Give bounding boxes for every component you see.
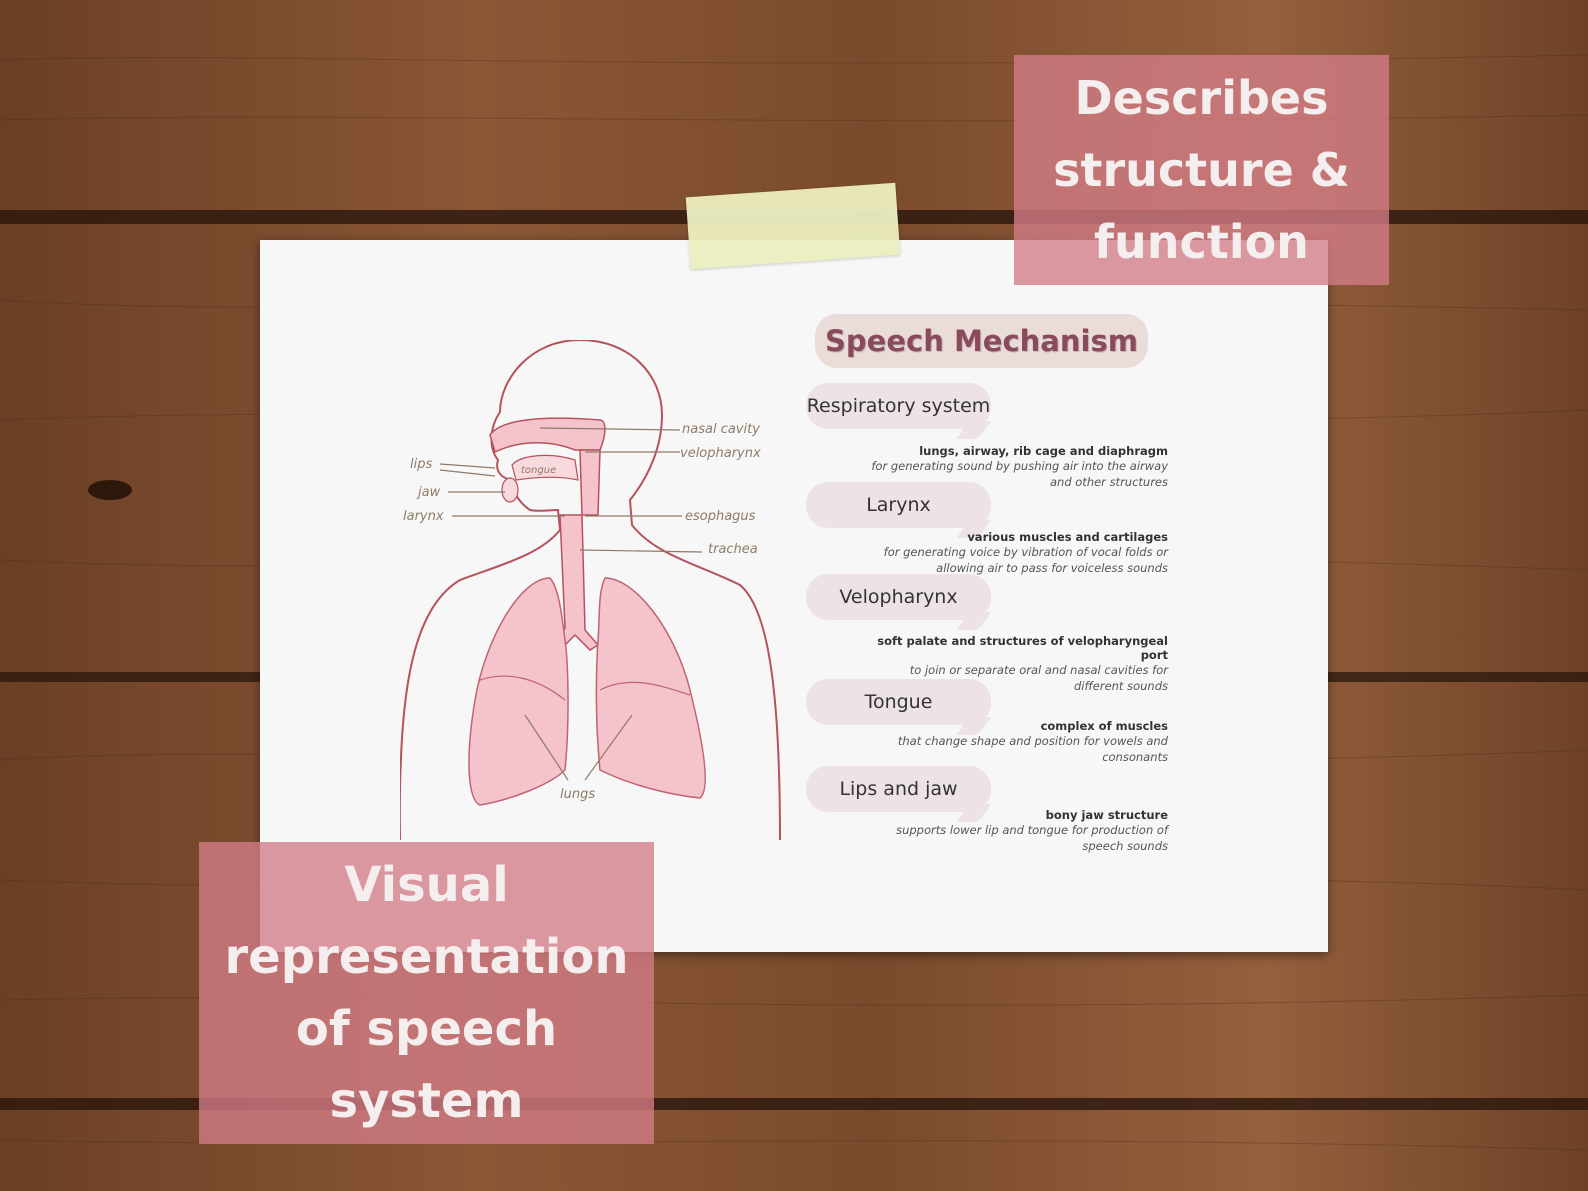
function-text: to join or separate oral and nasal cavit… [909,663,1168,693]
label-lips: lips [410,457,432,472]
callout-text: Visual representation of speech system [224,857,629,1129]
right-lung [595,577,706,799]
poster-title: Speech Mechanism [815,314,1148,368]
callout-visual-representation: Visual representation of speech system [199,842,654,1144]
structure-text: bony jaw structure [1045,808,1168,822]
pharynx [579,449,601,516]
poster-sheet [260,240,1328,952]
callout-structure-function: Describes structure & function [1014,55,1389,285]
section-desc-respiratory: lungs, airway, rib cage and diaphragm fo… [858,444,1168,490]
callout-text: Describes structure & function [1053,71,1350,269]
function-text: supports lower lip and tongue for produc… [896,823,1168,853]
label-lungs: lungs [560,787,595,802]
body-outline [400,340,781,841]
jaw-shape [501,477,519,503]
section-label-tongue: Tongue [806,679,991,725]
section-label-larynx: Larynx [806,482,991,528]
structure-text: complex of muscles [1040,719,1168,733]
label-larynx: larynx [403,509,444,524]
section-desc-tongue: complex of muscles that change shape and… [858,719,1168,765]
label-velopharynx: velopharynx [680,446,761,461]
nasal-cavity [489,417,606,454]
section-label-respiratory: Respiratory system [806,383,991,429]
function-text: for generating sound by pushing air into… [871,459,1168,489]
section-desc-lips-jaw: bony jaw structure supports lower lip an… [858,808,1168,854]
label-nasal-cavity: nasal cavity [682,422,760,437]
masking-tape [685,182,901,270]
label-jaw: jaw [416,485,441,500]
wood-knot [88,480,132,500]
label-esophagus: esophagus [685,509,756,524]
label-trachea: trachea [708,542,758,557]
label-tongue: tongue [521,465,556,476]
section-label-lips-jaw: Lips and jaw [806,766,991,812]
section-desc-velopharynx: soft palate and structures of velopharyn… [858,634,1168,694]
function-text: that change shape and position for vowel… [897,734,1168,764]
structure-text: soft palate and structures of velopharyn… [877,634,1168,662]
structure-text: lungs, airway, rib cage and diaphragm [919,444,1168,458]
section-desc-larynx: various muscles and cartilages for gener… [858,530,1168,576]
left-lung [468,577,569,806]
section-label-velopharynx: Velopharynx [806,574,991,620]
tongue-shape [511,454,579,481]
anatomy-diagram: nasal cavity velopharynx lips tongue jaw… [400,340,781,841]
function-text: for generating voice by vibration of voc… [883,545,1168,575]
structure-text: various muscles and cartilages [967,530,1168,544]
